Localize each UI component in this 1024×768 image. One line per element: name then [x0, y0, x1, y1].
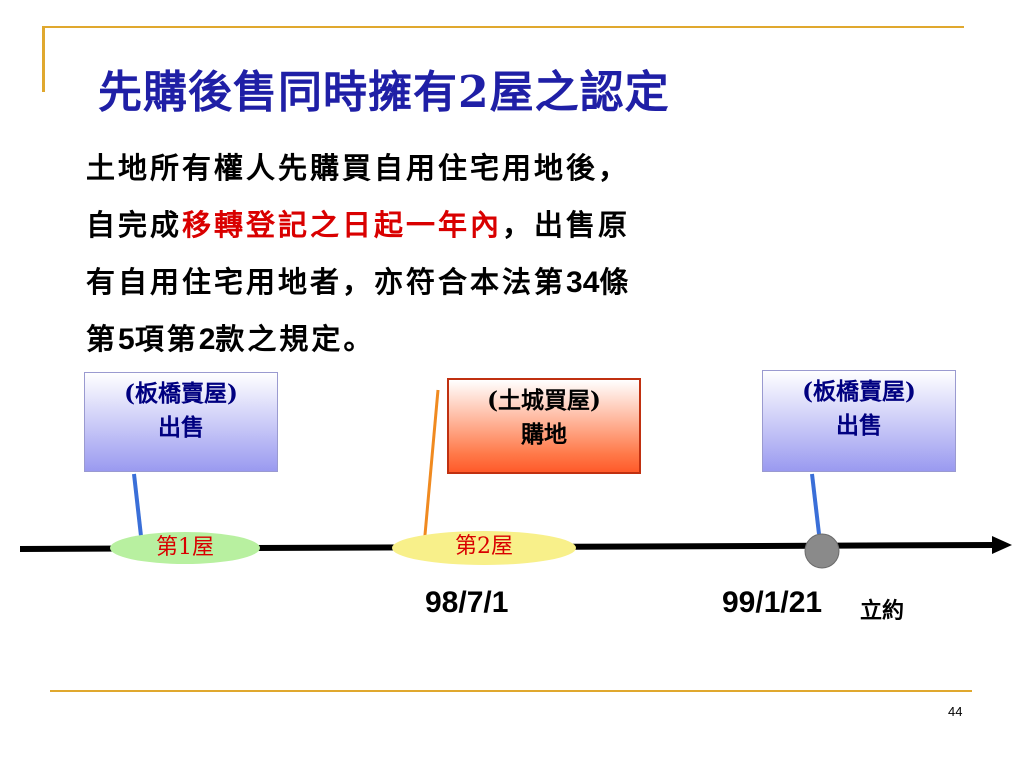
date-contract-suffix: 立約	[860, 598, 905, 624]
slide-title: 先購後售同時擁有2屋之認定	[98, 67, 670, 118]
article-number: 34	[566, 266, 600, 299]
subparagraph-number: 2	[198, 323, 216, 356]
connector-first-sale	[132, 473, 143, 537]
connector-purchase	[422, 389, 440, 547]
box-purchase-label: (土城買屋)	[487, 387, 601, 414]
body-line-4-b: 項第	[134, 322, 199, 356]
date-contract: 99/1/21	[722, 586, 823, 619]
accent-bottom-line	[50, 690, 972, 692]
body-line-3-pre: 有自用住宅用地者，亦符合本法第	[86, 265, 567, 299]
date-purchase: 98/7/1	[425, 586, 509, 619]
body-line-1: 土地所有權人先購買自用住宅用地後，	[86, 140, 886, 197]
connector-second-sale	[810, 473, 821, 535]
body-line-4-a: 第	[86, 322, 119, 356]
date-marker-circle	[804, 533, 840, 569]
paragraph-number: 5	[118, 323, 135, 356]
body-paragraph: 土地所有權人先購買自用住宅用地後， 自完成移轉登記之日起一年內，出售原 有自用住…	[86, 140, 886, 368]
page-number: 44	[948, 704, 963, 719]
box-first-sale: (板橋賣屋) 出售	[84, 372, 278, 472]
body-line-1-text: 土地所有權人先購買自用住宅用地後，	[86, 151, 631, 185]
marker-first-house: 第1屋	[110, 532, 260, 564]
body-highlight: 移轉登記之日起一年內	[182, 208, 503, 242]
box-second-sale: (板橋賣屋) 出售	[762, 370, 956, 472]
box-first-sale-label: (板橋賣屋)	[124, 380, 238, 407]
marker-second-house: 第2屋	[392, 531, 576, 565]
body-line-2-pre: 自完成	[86, 208, 183, 242]
body-line-2: 自完成移轉登記之日起一年內，出售原	[86, 197, 886, 254]
box-second-sale-label: (板橋賣屋)	[802, 378, 916, 405]
body-line-4-c: 款之規定。	[215, 322, 376, 356]
body-line-3: 有自用住宅用地者，亦符合本法第34條	[86, 254, 886, 311]
box-second-sale-action: 出售	[836, 412, 882, 439]
box-first-sale-action: 出售	[158, 414, 204, 441]
accent-vertical-line	[42, 26, 45, 92]
box-purchase-action: 購地	[521, 421, 567, 448]
box-purchase: (土城買屋) 購地	[447, 378, 641, 474]
body-line-2-post: ，出售原	[502, 208, 631, 242]
body-line-3-post: 條	[599, 265, 632, 299]
timeline-arrowhead	[992, 536, 1012, 554]
body-line-4: 第5項第2款之規定。	[86, 311, 886, 368]
accent-top-line	[42, 26, 964, 28]
